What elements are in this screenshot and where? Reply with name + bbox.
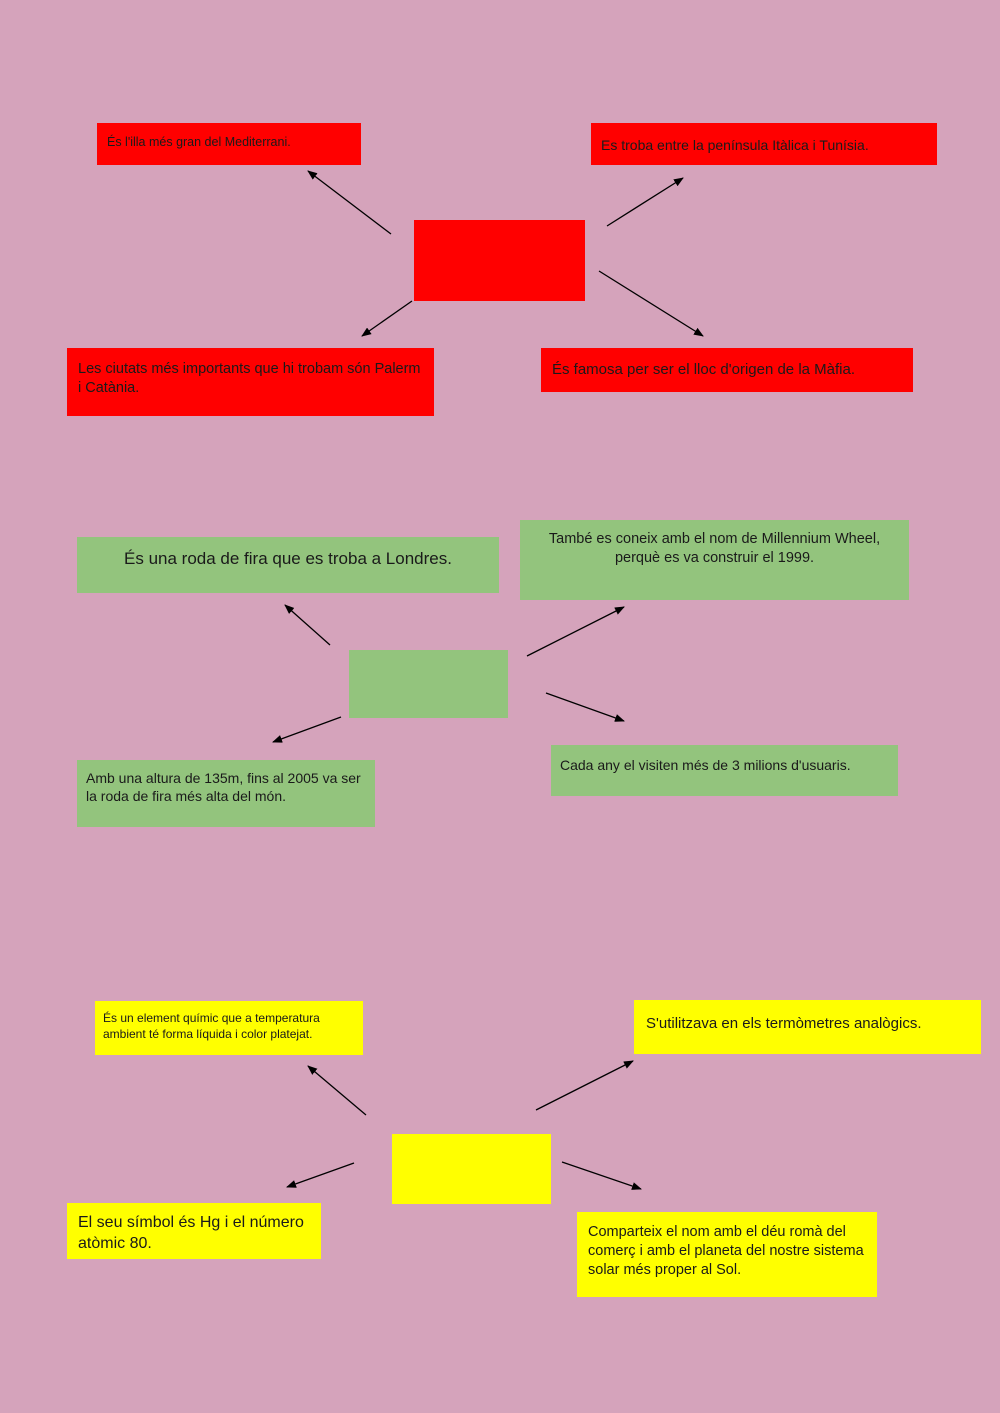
arrow-3-bottom-right (561, 1161, 642, 1190)
map-1-bottom-right-box: És famosa per ser el lloc d'origen de la… (541, 348, 913, 392)
map-3-bottom-left-box: El seu símbol és Hg i el número atòmic 8… (67, 1203, 321, 1259)
map-3-bottom-left-text: El seu símbol és Hg i el número atòmic 8… (78, 1214, 304, 1252)
map-1-top-right-box: Es troba entre la península Itàlica i Tu… (591, 123, 937, 165)
arrow-2-top-right (526, 606, 625, 657)
arrow-3-top-right (535, 1060, 634, 1111)
map-2-bottom-right-text: Cada any el visiten més de 3 milions d'u… (560, 757, 851, 773)
arrow-2-bottom-right (545, 692, 625, 722)
map-2-bottom-right-box: Cada any el visiten més de 3 milions d'u… (551, 745, 898, 796)
map-1-bottom-left-text: Les ciutats més importants que hi trobam… (78, 361, 421, 396)
arrow-2-bottom-left (272, 716, 342, 743)
map-3-bottom-right-text: Comparteix el nom amb el déu romà del co… (588, 1224, 864, 1278)
map-2-top-left-text: És una roda de fira que es troba a Londr… (124, 549, 452, 568)
map-3-top-right-text: S'utilitzava en els termòmetres analògic… (646, 1015, 922, 1032)
map-2-bottom-left-text: Amb una altura de 135m, fins al 2005 va … (86, 770, 361, 805)
arrow-1-bottom-left (361, 300, 413, 337)
map-1-bottom-left-box: Les ciutats més importants que hi trobam… (67, 348, 434, 416)
map-2-top-right-text: També es coneix amb el nom de Millennium… (548, 531, 881, 566)
arrow-1-bottom-right (598, 270, 704, 337)
map-2-top-right-box: També es coneix amb el nom de Millennium… (520, 520, 909, 600)
arrow-3-bottom-left (286, 1162, 355, 1188)
map-3-top-right-box: S'utilitzava en els termòmetres analògic… (634, 1000, 981, 1054)
arrow-3-top-left (307, 1065, 367, 1116)
map-1-top-right-text: Es troba entre la península Itàlica i Tu… (601, 137, 869, 153)
map-3-top-left-box: És un element químic que a temperatura a… (95, 1001, 363, 1055)
map-1-center-box[interactable] (414, 220, 585, 301)
map-3-bottom-right-box: Comparteix el nom amb el déu romà del co… (577, 1212, 877, 1297)
map-1-bottom-right-text: És famosa per ser el lloc d'origen de la… (552, 361, 856, 378)
map-2-bottom-left-box: Amb una altura de 135m, fins al 2005 va … (77, 760, 375, 827)
map-3-center-box[interactable] (392, 1134, 551, 1204)
arrow-1-top-right (606, 177, 684, 227)
map-1-top-left-box: És l'illa més gran del Mediterrani. (97, 123, 361, 165)
map-2-top-left-box: És una roda de fira que es troba a Londr… (77, 537, 499, 593)
map-2-center-box[interactable] (349, 650, 508, 718)
map-3-top-left-text: És un element químic que a temperatura a… (103, 1011, 320, 1041)
map-1-top-left-text: És l'illa més gran del Mediterrani. (107, 135, 291, 149)
arrow-2-top-left (284, 604, 331, 646)
arrow-1-top-left (307, 170, 392, 235)
